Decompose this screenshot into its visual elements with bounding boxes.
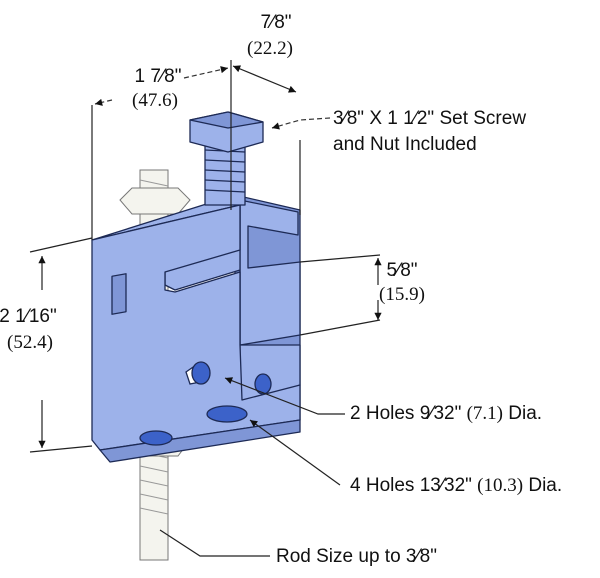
set-screw-label-line2: and Nut Included [333,134,477,155]
large-holes-metric: (10.3) [477,475,523,496]
opening-imperial: 5⁄8" [386,260,417,281]
large-holes-label: 4 Holes 13⁄32" (10.3) Dia. [350,475,562,496]
large-hole-1 [206,405,248,423]
set-screw-label-line1: 3⁄8" X 1 1⁄2" Set Screw [333,108,526,129]
depth-imperial: 1 7⁄8" [135,66,182,87]
beam-clamp-bracket [91,194,301,463]
small-holes-size: 2 Holes 9⁄32" [350,403,461,424]
height-imperial: 2 1⁄16" [0,306,57,327]
set-screw [189,111,264,206]
small-holes-metric: (7.1) [467,403,503,424]
rod-size-label: Rod Size up to 3⁄8" [276,546,437,567]
large-holes-suffix: Dia. [528,475,562,496]
small-holes-suffix: Dia. [508,403,542,424]
small-hole-2 [254,373,272,395]
small-hole-1-fill [191,361,211,385]
top-width-metric: (22.2) [247,38,293,59]
large-hole-2 [139,430,173,446]
top-nut [119,187,191,215]
opening-metric: (15.9) [379,284,425,305]
top-width-imperial: 7⁄8" [260,12,291,33]
small-holes-label: 2 Holes 9⁄32" (7.1) Dia. [350,403,542,424]
dimension-lines [29,60,382,557]
large-holes-size: 4 Holes 13⁄32" [350,475,472,496]
depth-metric: (47.6) [132,90,178,111]
height-metric: (52.4) [7,332,53,353]
